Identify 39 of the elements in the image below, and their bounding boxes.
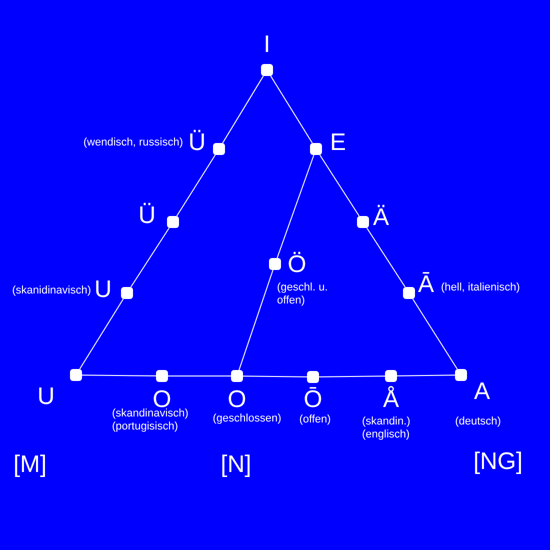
nasal-label: [M] xyxy=(13,451,47,479)
note-text: (hell, italienisch) xyxy=(441,282,520,294)
connector-line xyxy=(130,228,170,288)
note-text: (skandin.) (englisch) xyxy=(362,415,412,441)
note-text: (skandinavisch) (portugisisch) xyxy=(112,407,190,433)
vowel-letter: Ü xyxy=(188,129,206,157)
connector-line xyxy=(366,228,406,288)
connector-line xyxy=(319,154,360,216)
vowel-letter: Ō xyxy=(304,386,322,414)
vowel-letter: Å xyxy=(383,386,399,414)
note-text: (skanidinavisch) xyxy=(12,284,91,298)
vowel-letter: U xyxy=(37,383,55,411)
connector-line xyxy=(412,298,458,370)
connector-line xyxy=(276,154,314,258)
connector-line xyxy=(222,76,264,144)
note-text: (deutsch) xyxy=(455,416,501,428)
note-text: (wendisch, russisch) xyxy=(83,136,183,150)
vowel-letter: A xyxy=(474,378,490,406)
vowel-letter: U xyxy=(94,276,112,304)
connector-line xyxy=(79,298,124,370)
note-text: (offen) xyxy=(299,414,331,426)
nasal-label: [NG] xyxy=(473,448,523,476)
vowel-letter: Ä xyxy=(373,204,389,232)
nasal-label: [N] xyxy=(220,451,252,479)
connector-line xyxy=(176,154,216,216)
vowel-letter: Ö xyxy=(288,251,306,279)
connector-line xyxy=(270,76,313,144)
vowel-letter: O xyxy=(228,386,246,414)
connector-line xyxy=(82,374,156,376)
vowel-letter: Ā xyxy=(418,271,434,299)
connector-line xyxy=(396,374,456,376)
connector-line xyxy=(238,270,274,370)
connector-line xyxy=(242,376,308,378)
vowel-letter: I xyxy=(264,31,270,59)
vowel-letter: E xyxy=(330,129,346,157)
vowel-letter: Ü xyxy=(138,202,156,230)
note-text: (geschl. u. offen) xyxy=(277,281,329,307)
connector-line xyxy=(318,376,386,378)
note-text: (geschlossen) xyxy=(212,412,282,426)
